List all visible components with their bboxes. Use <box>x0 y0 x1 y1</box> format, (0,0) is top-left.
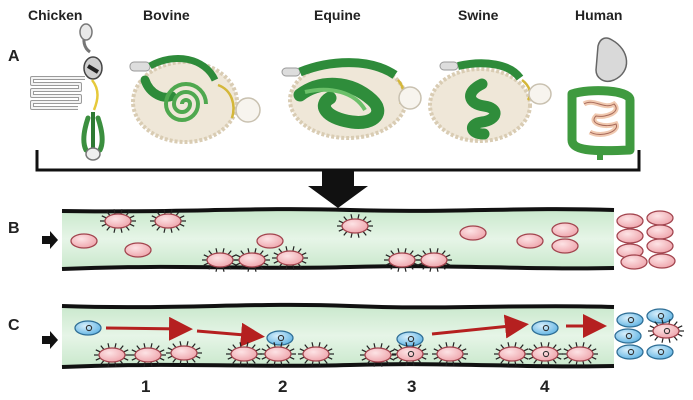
adherent-bacterium <box>392 342 428 366</box>
adherent-bacterium <box>202 248 238 272</box>
resident-bacterium <box>124 242 152 258</box>
panel-label-c: C <box>8 317 20 334</box>
resident-bacterium <box>616 213 644 229</box>
adherent-bacterium <box>416 248 452 272</box>
adherent-bacterium <box>384 248 420 272</box>
resident-bacterium <box>646 224 674 240</box>
adherent-bacterium <box>226 342 262 366</box>
adherent-bacterium <box>130 343 166 367</box>
resident-bacterium <box>646 210 674 226</box>
adherent-bacterium <box>234 248 270 272</box>
invading-bacterium <box>616 312 644 328</box>
resident-bacterium <box>648 253 676 269</box>
invading-bacterium <box>266 330 294 346</box>
step-label-3: 3 <box>407 377 416 396</box>
resident-bacterium <box>551 222 579 238</box>
bacteria-layer <box>70 209 684 367</box>
resident-bacterium <box>70 233 98 249</box>
chicken-gut-illustration <box>30 23 105 161</box>
gut-channel-c <box>61 302 615 369</box>
merge-down-arrow-icon <box>308 170 368 208</box>
swine-gut-illustration <box>428 59 552 143</box>
resident-bacterium <box>459 225 487 241</box>
inflow-arrow-icon <box>42 331 58 349</box>
adherent-bacterium <box>150 209 186 233</box>
panel-label-a: A <box>8 48 20 65</box>
invading-bacterium <box>646 308 674 324</box>
invading-bacterium <box>531 320 559 336</box>
progression-arrow <box>431 314 529 339</box>
invading-bacterium <box>616 344 644 360</box>
invading-bacterium <box>396 331 424 347</box>
adherent-bacterium <box>94 343 130 367</box>
resident-bacterium <box>646 238 674 254</box>
adherent-bacterium <box>337 214 373 238</box>
adherent-bacterium <box>100 209 136 233</box>
invading-bacterium <box>614 328 642 344</box>
gut-channel-b <box>61 207 615 271</box>
step-label-1: 1 <box>141 377 150 396</box>
species-label-swine: Swine <box>458 7 499 23</box>
adherent-bacterium <box>272 246 308 270</box>
resident-bacterium <box>551 238 579 254</box>
step-label-2: 2 <box>278 377 287 396</box>
species-label-equine: Equine <box>314 7 361 23</box>
adherent-bacterium <box>432 342 468 366</box>
bovine-gut-illustration <box>129 55 261 144</box>
adherent-bacterium <box>648 319 684 343</box>
adherent-bacterium <box>494 342 530 366</box>
equine-gut-illustration <box>281 58 422 140</box>
species-label-chicken: Chicken <box>28 7 82 23</box>
invading-bacterium <box>74 320 102 336</box>
invading-bacterium <box>646 344 674 360</box>
species-label-human: Human <box>575 7 622 23</box>
panel-label-b: B <box>8 220 20 237</box>
resident-bacterium <box>616 228 644 244</box>
resident-bacterium <box>256 233 284 249</box>
adherent-bacterium <box>562 342 598 366</box>
species-label-bovine: Bovine <box>143 7 190 23</box>
progression-arrow <box>105 316 193 341</box>
human-gut-illustration <box>567 37 635 160</box>
adherent-bacterium <box>298 342 334 366</box>
adherent-bacterium <box>260 342 296 366</box>
step-label-4: 4 <box>540 377 550 396</box>
resident-bacterium <box>620 254 648 270</box>
resident-bacterium <box>516 233 544 249</box>
inflow-arrow-icon <box>42 231 58 249</box>
adherent-bacterium <box>360 343 396 367</box>
adherent-bacterium <box>166 341 202 365</box>
species-bracket <box>35 150 641 172</box>
progression-arrow <box>196 322 265 347</box>
